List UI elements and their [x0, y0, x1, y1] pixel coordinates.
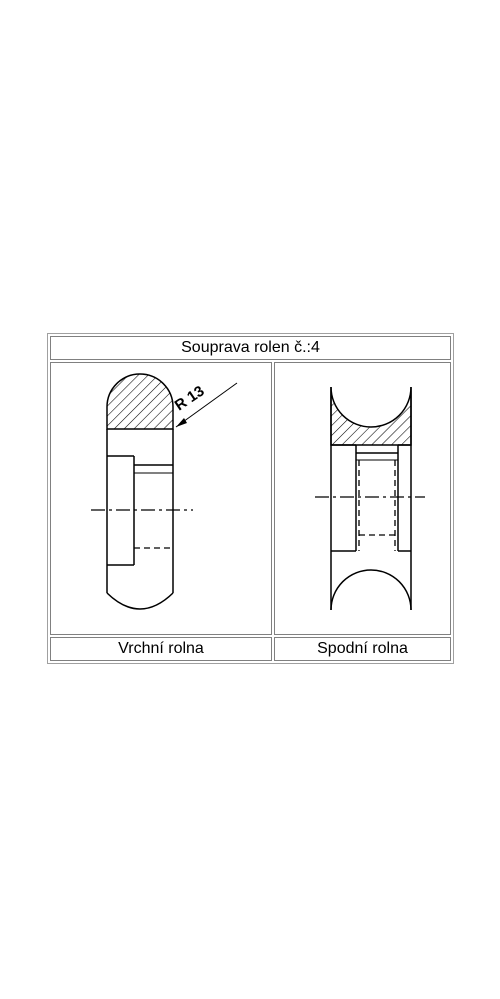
upper-roller-caption: Vrchní rolna	[50, 637, 272, 661]
radius-label: R 13	[172, 383, 208, 415]
roller-set-table: Souprava rolen č.:4	[47, 333, 454, 664]
lower-roller-body	[330, 387, 412, 611]
lower-roller-drawing-cell	[274, 362, 451, 635]
lower-roller-caption: Spodní rolna	[274, 637, 451, 661]
lower-roller-hidden-lines	[358, 460, 396, 551]
radius-dimension: R 13	[172, 383, 238, 428]
upper-roller-drawing: R 13	[91, 373, 238, 610]
upper-roller-body	[106, 429, 174, 610]
table-title: Souprava rolen č.:4	[50, 336, 451, 360]
upper-roller-drawing-cell: R 13	[50, 362, 272, 635]
upper-roller-hatched-section	[106, 373, 174, 430]
lower-roller-hatched-section	[330, 386, 412, 446]
lower-roller-drawing	[315, 386, 425, 611]
